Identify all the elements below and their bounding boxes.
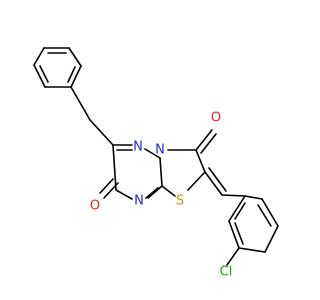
bond bbox=[147, 185, 163, 199]
bond-inner bbox=[234, 222, 244, 245]
oxygen-atom-label: O bbox=[90, 199, 100, 214]
thiazole-ring bbox=[161, 149, 206, 197]
bond-ch2-bottom bbox=[89, 119, 114, 146]
bond-inner bbox=[257, 204, 272, 227]
bond bbox=[238, 247, 266, 253]
bond-c-cl bbox=[226, 247, 240, 266]
bond-carbonyl-right-2 bbox=[200, 133, 217, 154]
bond-inner bbox=[234, 202, 246, 220]
molecule-diagram: N N N O O S Cl bbox=[33, 47, 279, 280]
bond bbox=[144, 148, 161, 159]
bond-carbonyl-left-1 bbox=[99, 178, 114, 194]
bond bbox=[115, 189, 133, 200]
sulfur-atom-label: S bbox=[176, 194, 184, 209]
bond bbox=[244, 195, 263, 200]
bond bbox=[161, 185, 176, 197]
bond bbox=[228, 220, 240, 249]
nitrogen-atom-label: N bbox=[133, 140, 143, 155]
bond bbox=[187, 171, 206, 191]
bond bbox=[264, 225, 279, 253]
benzyl-phenyl-ring bbox=[33, 47, 82, 88]
bond-exocyclic-2 bbox=[208, 167, 227, 192]
bond bbox=[261, 198, 279, 227]
nitrogen-atom-label: N bbox=[155, 143, 165, 158]
triazine-ring bbox=[112, 144, 163, 200]
bond bbox=[195, 149, 206, 173]
nitrogen-atom-label: N bbox=[134, 194, 144, 209]
bond bbox=[228, 195, 246, 222]
chlorine-atom-label: Cl bbox=[220, 265, 233, 280]
bond-carbonyl-left-2 bbox=[103, 182, 119, 199]
bond bbox=[33, 64, 46, 88]
bond bbox=[70, 65, 82, 88]
bond bbox=[112, 144, 117, 191]
bond-exocyclic-3 bbox=[221, 194, 246, 197]
chlorophenyl-ring bbox=[228, 195, 279, 253]
bond bbox=[33, 47, 45, 66]
bond-inner bbox=[39, 65, 49, 83]
oxygen-atom-label: O bbox=[211, 111, 221, 126]
bond-ch2-top bbox=[70, 86, 91, 121]
bond-carbonyl-right-1 bbox=[195, 129, 213, 151]
bond bbox=[159, 157, 163, 187]
bond bbox=[145, 187, 159, 199]
bond-exocyclic-1 bbox=[204, 171, 223, 196]
bond bbox=[68, 47, 82, 67]
bond-inner bbox=[67, 66, 76, 83]
